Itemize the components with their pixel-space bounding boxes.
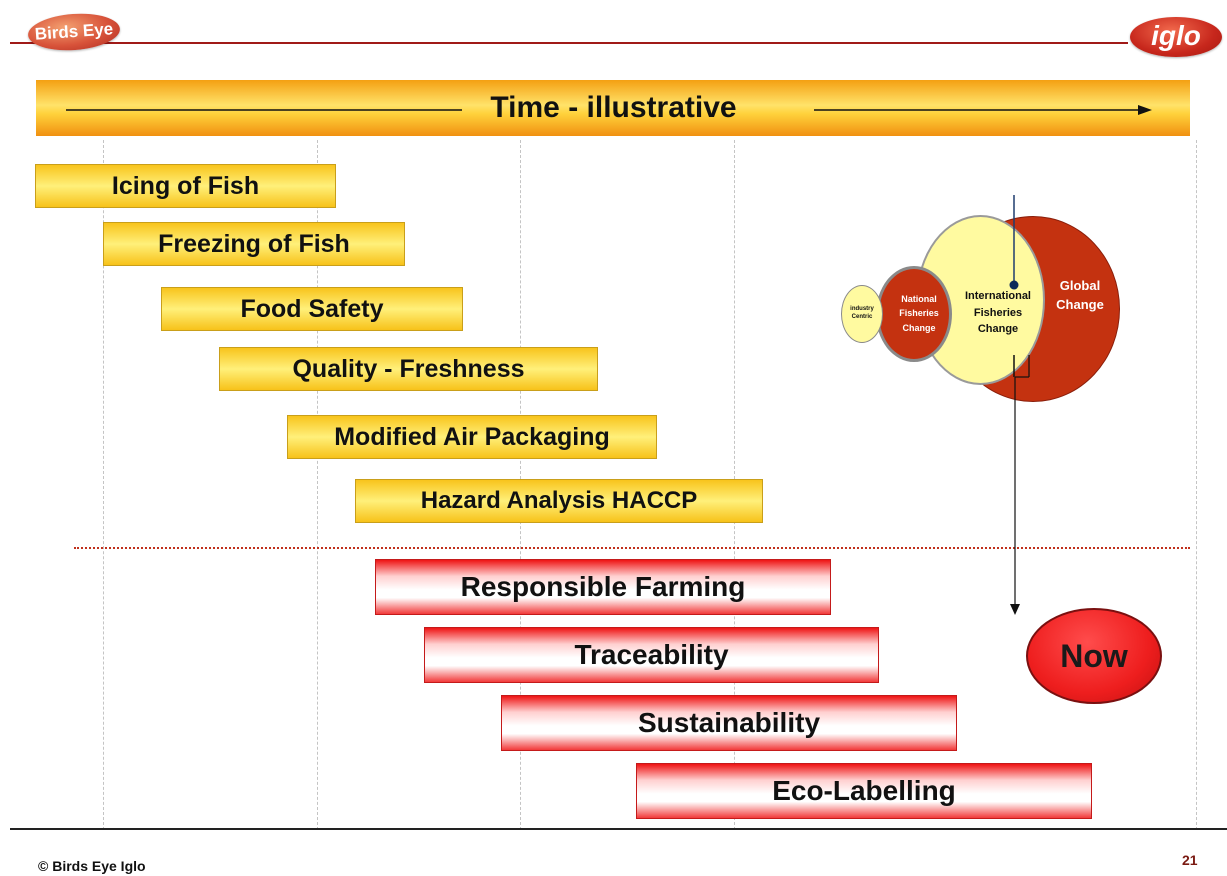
international-change-label: International Fisheries Change <box>964 290 1031 335</box>
now-pointer-arrow <box>1009 195 1019 377</box>
timeline-guide <box>1196 140 1197 830</box>
item-sustainability: Sustainability <box>501 695 957 751</box>
era-separator <box>74 547 1190 549</box>
industry-centric-circle <box>841 285 883 343</box>
industry-centric-label: industry Centric <box>850 306 874 321</box>
global-change-label: Global Change <box>1056 278 1104 312</box>
item-haccp: Hazard Analysis HACCP <box>355 479 763 523</box>
footer-rule <box>10 828 1227 830</box>
item-modified-air-packaging: Modified Air Packaging <box>287 415 657 459</box>
item-freezing-of-fish: Freezing of Fish <box>103 222 405 266</box>
timeline-guide <box>317 140 318 830</box>
page-number: 21 <box>1182 852 1198 868</box>
item-quality-freshness: Quality - Freshness <box>219 347 598 391</box>
iglo-logo: iglo <box>1130 17 1222 57</box>
item-traceability: Traceability <box>424 627 879 683</box>
copyright-text: © Birds Eye Iglo <box>38 858 146 874</box>
header-rule <box>10 42 1128 44</box>
down-arrow <box>1010 355 1030 615</box>
item-food-safety: Food Safety <box>161 287 463 331</box>
item-eco-labelling: Eco-Labelling <box>636 763 1092 819</box>
item-icing-of-fish: Icing of Fish <box>35 164 336 208</box>
item-responsible-farming: Responsible Farming <box>375 559 831 615</box>
timeline-guide <box>103 140 104 830</box>
now-badge: Now <box>1026 608 1162 704</box>
national-change-label: National Fisheries Change <box>899 294 939 333</box>
birds-eye-logo: Birds Eye <box>26 10 122 54</box>
time-arrow <box>66 105 1152 115</box>
time-bar <box>36 80 1190 136</box>
national-change-circle <box>876 266 952 362</box>
